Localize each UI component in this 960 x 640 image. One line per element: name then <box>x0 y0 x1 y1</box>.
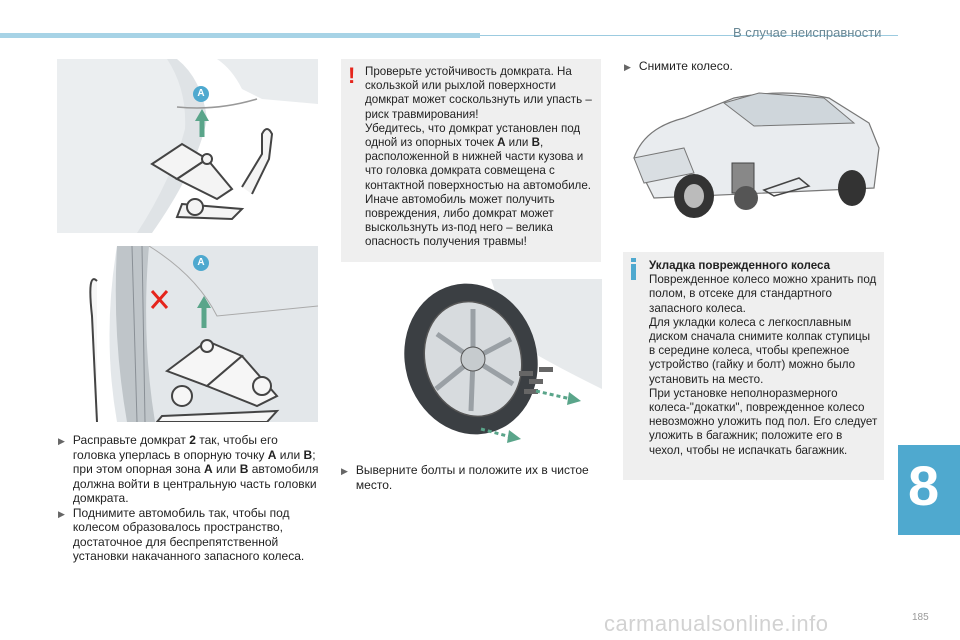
point-a-label: A <box>193 255 209 271</box>
chapter-tab <box>898 445 960 535</box>
bullet-icon: ▶ <box>58 508 65 519</box>
info-icon <box>631 258 636 280</box>
chapter-number: 8 <box>908 454 940 517</box>
bullet-icon: ▶ <box>341 466 348 476</box>
header-accent-bar <box>0 33 480 38</box>
bullet-icon: ▶ <box>58 436 65 446</box>
warning-icon: ! <box>348 63 356 88</box>
wheel-bolts-figure <box>341 279 602 451</box>
info-title: Укладка поврежденного колеса <box>649 259 831 272</box>
car-wheel-removed-figure <box>624 78 886 236</box>
list-item: ▶ Снимите колесо. <box>624 59 733 73</box>
header-rule <box>480 35 898 36</box>
jack-figure-bottom: A <box>57 246 318 422</box>
col3-instructions: ▶ Снимите колесо. <box>624 59 886 75</box>
list-item: ▶ Выверните болты и положите их в чистое… <box>341 463 589 492</box>
watermark: carmanualsonline.info <box>604 611 829 636</box>
col1-instructions: ▶ Расправьте домкрат 2 так, чтобы его го… <box>58 433 320 564</box>
section-title: В случае неисправности <box>733 25 882 40</box>
list-item: ▶ Поднимите автомобиль так, чтобы под ко… <box>58 505 305 564</box>
col2-instructions: ▶ Выверните болты и положите их в чистое… <box>341 463 603 492</box>
warning-box: ! Проверьте устойчивость домкрата. На ск… <box>341 59 601 262</box>
list-item: ▶ Расправьте домкрат 2 так, чтобы его го… <box>58 433 319 505</box>
bullet-icon: ▶ <box>624 62 631 72</box>
page-number: 185 <box>912 612 929 623</box>
info-box: Укладка поврежденного колеса Поврежденно… <box>623 252 884 480</box>
jack-figure-top: A <box>57 59 318 233</box>
point-a-label: A <box>193 86 209 102</box>
